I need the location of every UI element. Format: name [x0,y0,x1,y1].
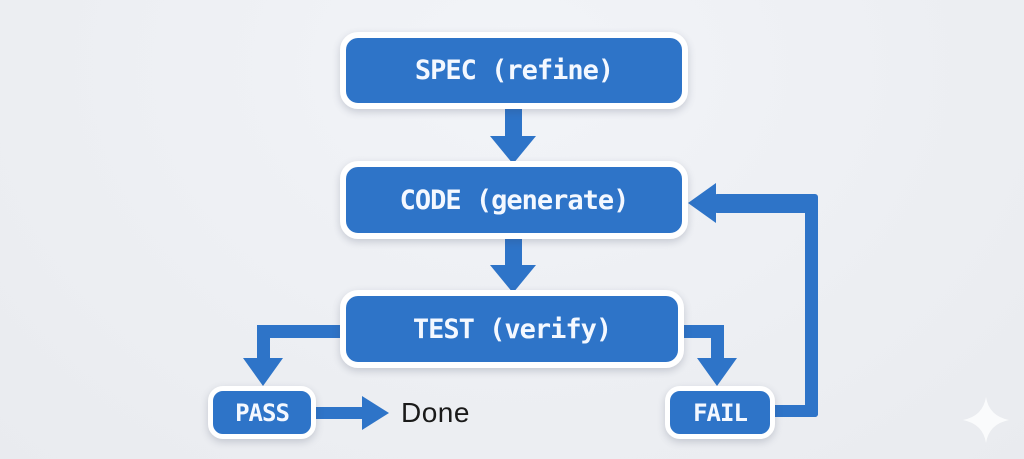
arrow-test-to-fail-vertical [711,325,724,360]
arrow-spec-to-code-stem [505,108,522,138]
arrow-down-icon [697,358,737,386]
node-spec-label: SPEC (refine) [414,55,614,86]
arrow-test-to-pass-horizontal [257,325,343,338]
arrow-code-to-test-stem [505,238,522,268]
done-label: Done [401,397,470,428]
node-pass: PASS [208,386,316,439]
node-fail: FAIL [665,386,775,439]
arrow-left-icon [688,183,716,223]
arrow-pass-to-done-stem [316,407,363,419]
node-fail-label: FAIL [693,398,748,427]
arrow-down-icon [243,358,283,386]
feedback-vertical-line [805,196,818,417]
node-test: TEST (verify) [340,290,684,368]
node-test-label: TEST (verify) [412,313,612,345]
node-spec: SPEC (refine) [340,32,688,109]
arrow-right-icon [362,396,389,430]
arrow-test-to-pass-vertical [257,325,270,360]
node-code-label: CODE (generate) [399,184,630,216]
sparkle-icon [963,397,1009,443]
arrow-down-icon [490,136,536,164]
node-pass-label: PASS [235,398,290,427]
arrow-down-icon [490,265,536,293]
feedback-top-horizontal [714,194,818,213]
node-code: CODE (generate) [340,161,688,239]
